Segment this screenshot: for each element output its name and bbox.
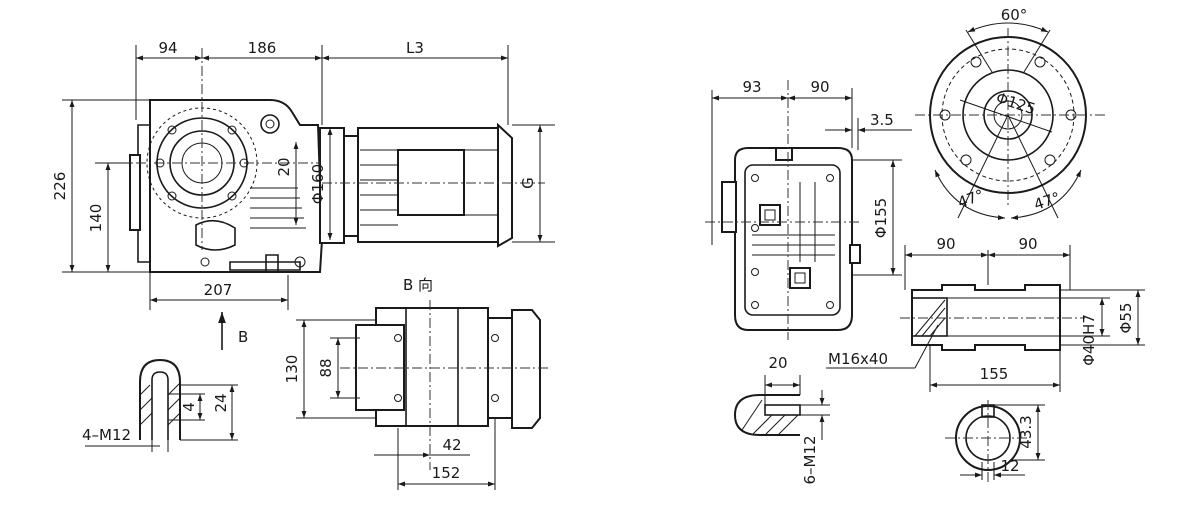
dim-90-left: 90: [936, 235, 955, 253]
dim-12: 12: [1000, 457, 1019, 475]
dim-20: 20: [275, 157, 293, 176]
keyway-detail: 43.3 12: [945, 400, 1045, 482]
dim-phi155: Φ155: [872, 198, 890, 238]
dim-phi160: Φ160: [309, 164, 327, 204]
dim-60deg: 60°: [1001, 6, 1028, 24]
flange-view: 60° Φ125 47° 47°: [915, 6, 1105, 221]
dim-152: 152: [432, 464, 461, 482]
dim-3-5: 3.5: [870, 111, 894, 129]
dim-186: 186: [248, 39, 277, 57]
dim-130: 130: [283, 355, 301, 384]
thread-6-m12: 6–M12: [801, 435, 819, 484]
dim-90-right: 90: [1018, 235, 1037, 253]
thread-m16x40: M16x40: [828, 350, 888, 368]
tapped-detail: 20 6–M12: [733, 354, 830, 485]
dim-43-3: 43.3: [1017, 415, 1035, 448]
dim-g: G: [519, 177, 537, 189]
dim-42: 42: [442, 436, 461, 454]
dim-24: 24: [212, 393, 230, 412]
dim-l3: L3: [406, 39, 424, 57]
dim-207: 207: [204, 281, 233, 299]
dim-226: 226: [51, 172, 69, 201]
b-view-title: B 向: [403, 276, 433, 294]
dim-4: 4: [180, 402, 198, 412]
view-arrow-label: B: [238, 328, 248, 346]
dim-phi55: Φ55: [1117, 303, 1135, 334]
dim-47deg-left: 47°: [955, 186, 986, 212]
thread-4-m12: 4–M12: [82, 426, 131, 444]
shaft-view: 90 90 M16x40 155 Φ40H7 Φ55: [826, 235, 1145, 392]
dim-90: 90: [810, 78, 829, 96]
b-view: B 向 130 88 42 152: [283, 276, 548, 490]
front-view: 94 186 L3 226 140 20 Φ160 G 207 B: [51, 39, 555, 350]
dim-88: 88: [317, 358, 335, 377]
dim-155: 155: [980, 365, 1009, 383]
dim-47deg-right: 47°: [1032, 188, 1063, 213]
slot-detail: 4 24 4–M12: [82, 358, 238, 452]
side-view: 93 90 3.5 Φ155: [705, 78, 912, 340]
dim-20-tapped: 20: [768, 354, 787, 372]
dim-94: 94: [158, 39, 177, 57]
dim-140: 140: [87, 204, 105, 233]
dim-phi40h7: Φ40H7: [1080, 314, 1098, 366]
dim-93: 93: [742, 78, 761, 96]
